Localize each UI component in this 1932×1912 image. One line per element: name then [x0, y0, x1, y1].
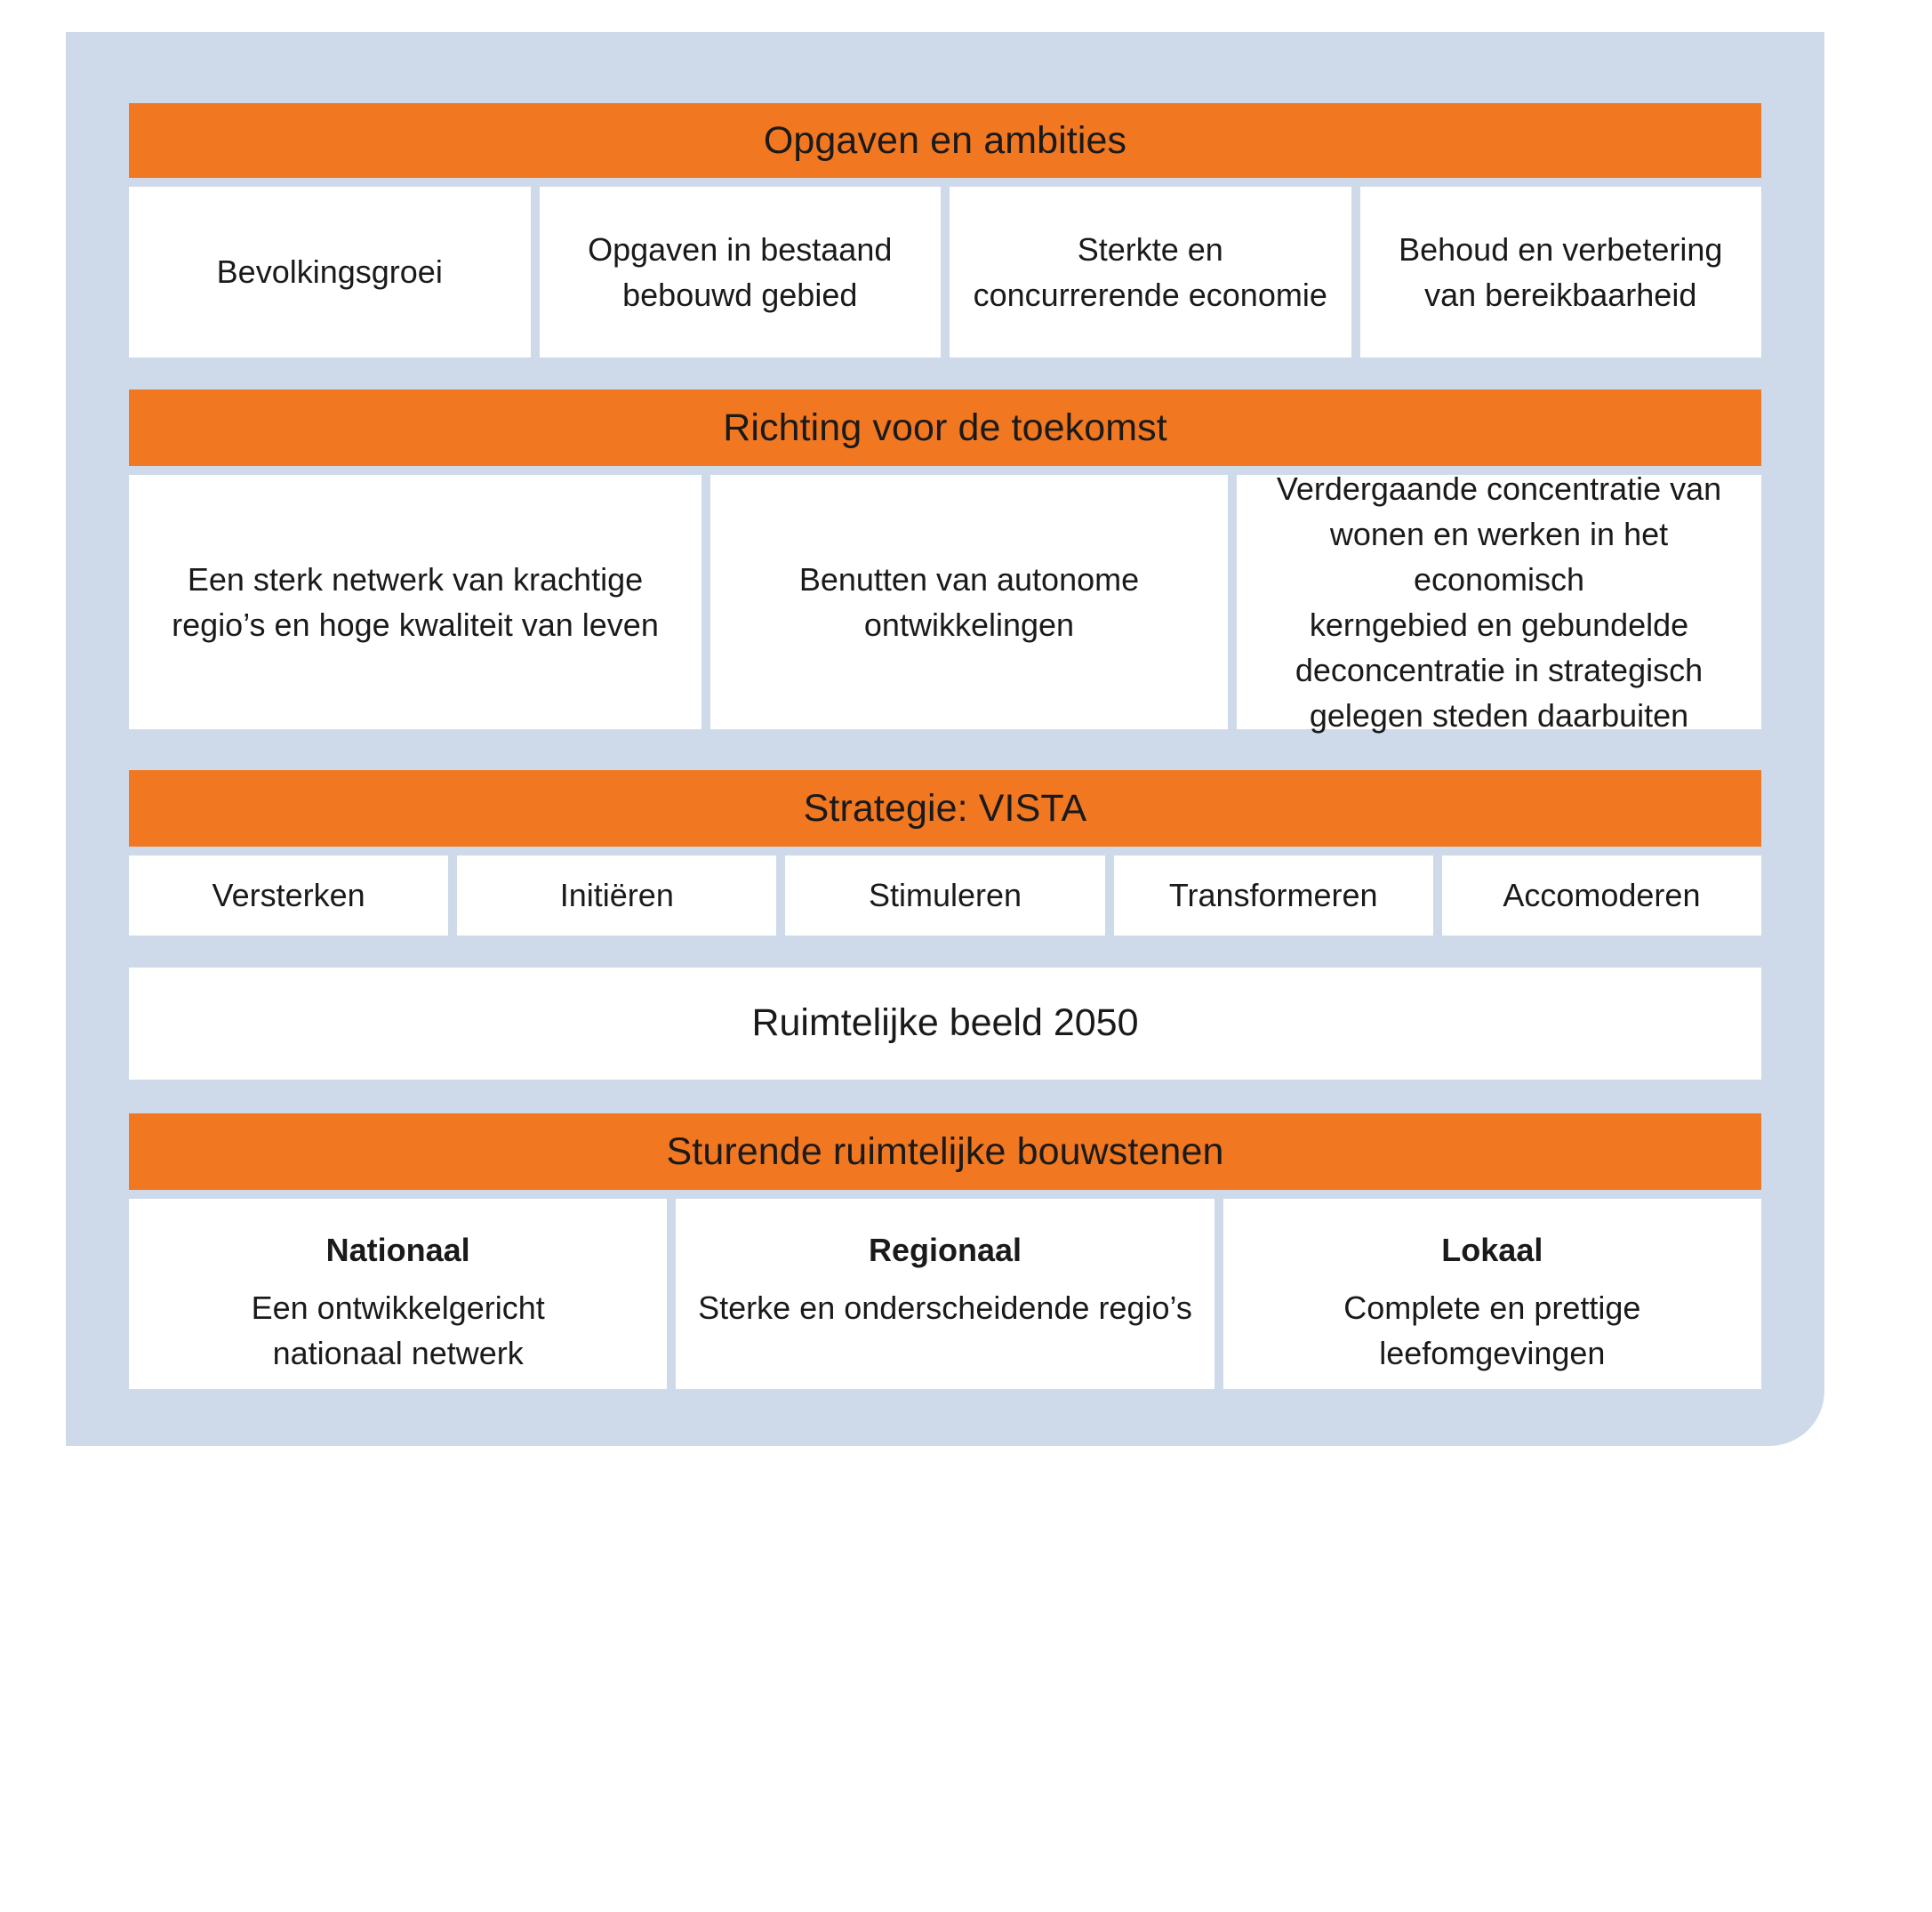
- section-header-strategie-vista: Strategie: VISTA: [129, 770, 1761, 847]
- section-row-opgaven: Bevolkingsgroei Opgaven in bestaand bebo…: [129, 187, 1761, 357]
- cell-text: Stimuleren: [868, 877, 1022, 914]
- cell-text: Sterke en onderscheidende regio’s: [698, 1289, 1192, 1327]
- diagram-frame: Opgaven en ambities Bevolkingsgroei Opga…: [66, 32, 1824, 1446]
- cell-lokaal: Lokaal Complete en prettige leefomgeving…: [1223, 1199, 1761, 1389]
- cell-text: Opgaven in bestaand bebouwd gebied: [588, 230, 893, 313]
- section-row-sturende: Nationaal Een ontwikkelgericht nationaal…: [129, 1199, 1761, 1389]
- cell-text: Versterken: [212, 877, 365, 914]
- cell-stimuleren: Stimuleren: [785, 856, 1105, 936]
- cell-behoud-verbetering-bereikbaarheid: Behoud en verbetering van bereikbaarheid: [1359, 187, 1761, 357]
- cell-text: Een sterk netwerk van krachtige regio’s …: [172, 560, 659, 643]
- cell-text: Accomoderen: [1503, 877, 1701, 914]
- cell-text: Een ontwikkelgericht nationaal netwerk: [251, 1289, 545, 1372]
- cell-text: Ruimtelijke beeld 2050: [751, 1001, 1139, 1045]
- section-row-richting: Een sterk netwerk van krachtige regio’s …: [129, 470, 1761, 734]
- cell-text: Sterkte en concurrerende economie: [973, 230, 1327, 313]
- cell-verdergaande-concentratie: Verdergaande concentratie van wonen en w…: [1237, 470, 1761, 734]
- cell-sterk-netwerk-krachtige-regios: Een sterk netwerk van krachtige regio’s …: [129, 475, 701, 729]
- section-row-strategie: Versterken Initiëren Stimuleren Transfor…: [129, 856, 1762, 936]
- cell-opgaven-bestaand-bebouwd-gebied: Opgaven in bestaand bebouwd gebied: [539, 187, 941, 357]
- cell-heading: Regionaal: [868, 1232, 1022, 1268]
- section-header-sturende-ruimtelijke-bouwstenen: Sturende ruimtelijke bouwstenen: [129, 1113, 1761, 1190]
- section-header-opgaven-en-ambities: Opgaven en ambities: [129, 103, 1761, 178]
- cell-accomoderen: Accomoderen: [1441, 856, 1762, 936]
- cell-heading: Lokaal: [1441, 1232, 1543, 1268]
- section-header-richting-voor-de-toekomst: Richting voor de toekomst: [129, 390, 1761, 466]
- cell-text: Initiëren: [559, 877, 674, 914]
- cell-text: Verdergaande concentratie van wonen en w…: [1276, 470, 1722, 735]
- cell-ruimtelijke-beeld-2050: Ruimtelijke beeld 2050: [129, 968, 1761, 1080]
- cell-bevolkingsgroei: Bevolkingsgroei: [129, 187, 531, 357]
- cell-transformeren: Transformeren: [1113, 856, 1433, 936]
- cell-text: Complete en prettige leefomgevingen: [1343, 1289, 1641, 1372]
- cell-versterken: Versterken: [129, 856, 449, 936]
- cell-text: Transformeren: [1168, 877, 1378, 914]
- cell-benutten-autonome-ontwikkelingen: Benutten van autonome ontwikkelingen: [710, 475, 1228, 729]
- cell-text: Bevolkingsgroei: [216, 253, 443, 291]
- cell-initieren: Initiëren: [457, 856, 777, 936]
- cell-sterkte-concurrerende-economie: Sterkte en concurrerende economie: [950, 187, 1351, 357]
- cell-text: Benutten van autonome ontwikkelingen: [798, 560, 1140, 643]
- cell-text: Behoud en verbetering van bereikbaarheid: [1399, 230, 1723, 313]
- cell-heading: Nationaal: [325, 1232, 470, 1268]
- section-row-ruimtelijke-beeld: Ruimtelijke beeld 2050: [129, 968, 1761, 1080]
- cell-regionaal: Regionaal Sterke en onderscheidende regi…: [676, 1199, 1215, 1389]
- cell-nationaal: Nationaal Een ontwikkelgericht nationaal…: [129, 1199, 668, 1389]
